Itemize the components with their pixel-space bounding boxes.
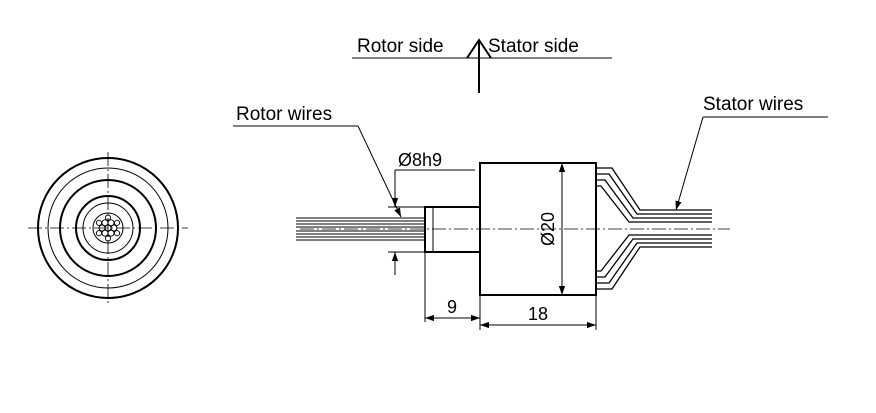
body-length-label: 18: [528, 304, 548, 324]
shaft-diameter-label: Ø8h9: [398, 150, 442, 170]
rotor-wire-bundle: [296, 217, 425, 241]
shaft-length-dimension: 9: [424, 252, 481, 330]
end-view: [28, 152, 188, 305]
body-length-dimension: 18: [480, 295, 597, 330]
stator-wires-callout: Stator wires: [675, 94, 828, 211]
end-view-circle-2: [47, 167, 169, 289]
body-diameter-dimension: Ø20: [538, 163, 566, 295]
end-view-shaft-outer: [75, 195, 141, 261]
end-view-wire-bundle: [92, 212, 124, 244]
rotor-wires-callout: Rotor wires: [233, 104, 402, 218]
rotor-wires-label: Rotor wires: [236, 104, 332, 125]
stator-body: [479, 162, 597, 296]
up-arrow-icon: [466, 38, 492, 59]
direction-indicator: Rotor side Stator side: [352, 36, 612, 93]
stator-cable-top: [596, 167, 712, 223]
shaft-diameter-dimension: Ø8h9: [388, 150, 475, 275]
rotor-side-label: Rotor side: [357, 36, 444, 57]
end-view-outer-circle: [37, 157, 179, 299]
stator-wires-label: Stator wires: [703, 94, 803, 115]
body-diameter-label: Ø20: [538, 212, 558, 246]
end-view-shaft-inner: [82, 202, 134, 254]
end-view-wire-dots: [95, 214, 121, 242]
shaft-length-label: 9: [447, 297, 457, 317]
stator-side-label: Stator side: [488, 36, 579, 57]
end-view-circle-3: [59, 179, 157, 277]
stator-cable-bottom: [596, 234, 712, 290]
